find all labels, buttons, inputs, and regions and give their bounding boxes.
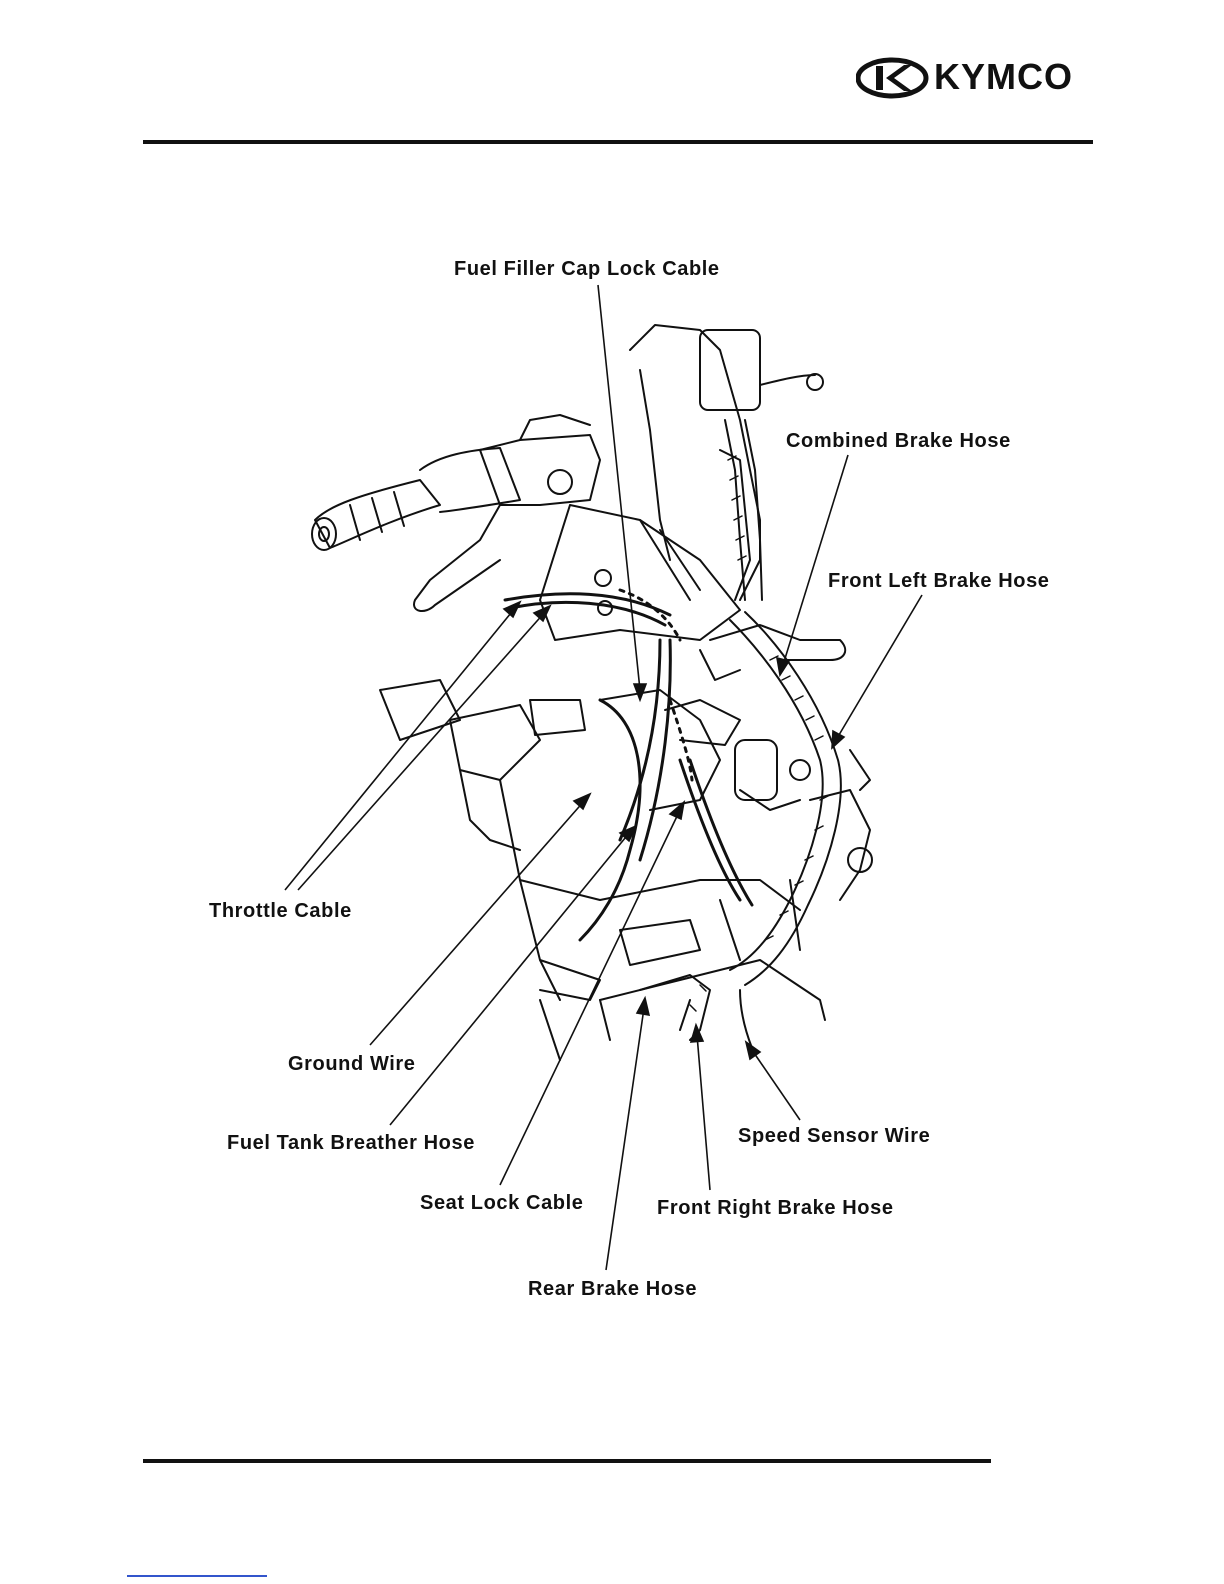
steering-column <box>630 325 823 600</box>
label-fuel-filler-cap-lock-cable: Fuel Filler Cap Lock Cable <box>454 258 720 281</box>
label-ground-wire: Ground Wire <box>288 1053 416 1076</box>
leader-rear-brake-hose <box>606 1008 644 1270</box>
label-speed-sensor-wire: Speed Sensor Wire <box>738 1125 930 1148</box>
leader-throttle-cable-2 <box>298 612 545 890</box>
label-rear-brake-hose: Rear Brake Hose <box>528 1278 697 1301</box>
label-combined-brake-hose: Combined Brake Hose <box>786 430 1011 453</box>
handlebar-cover <box>540 505 740 640</box>
leader-speed-sensor-wire <box>752 1050 800 1120</box>
label-seat-lock-cable: Seat Lock Cable <box>420 1192 584 1215</box>
left-handlebar-grip <box>312 448 520 550</box>
right-clamp <box>700 625 845 680</box>
label-fuel-tank-breather-hose: Fuel Tank Breather Hose <box>227 1132 475 1155</box>
label-front-right-brake-hose: Front Right Brake Hose <box>657 1197 894 1220</box>
label-throttle-cable: Throttle Cable <box>209 900 352 923</box>
label-front-left-brake-hose: Front Left Brake Hose <box>828 570 1050 593</box>
frame-body <box>520 880 825 1060</box>
master-cylinder <box>414 415 600 611</box>
right-side-components <box>735 740 872 900</box>
leader-front-left-brake-hose <box>836 595 922 740</box>
leader-throttle-cable-1 <box>285 608 515 890</box>
leader-front-right-brake-hose <box>697 1035 710 1190</box>
cable-bundle <box>505 594 752 940</box>
leader-combined-brake-hose <box>783 455 848 665</box>
brake-hose-bundle <box>640 420 841 1048</box>
leader-ground-wire <box>370 800 585 1045</box>
cable-bundle-dashed <box>620 590 692 780</box>
